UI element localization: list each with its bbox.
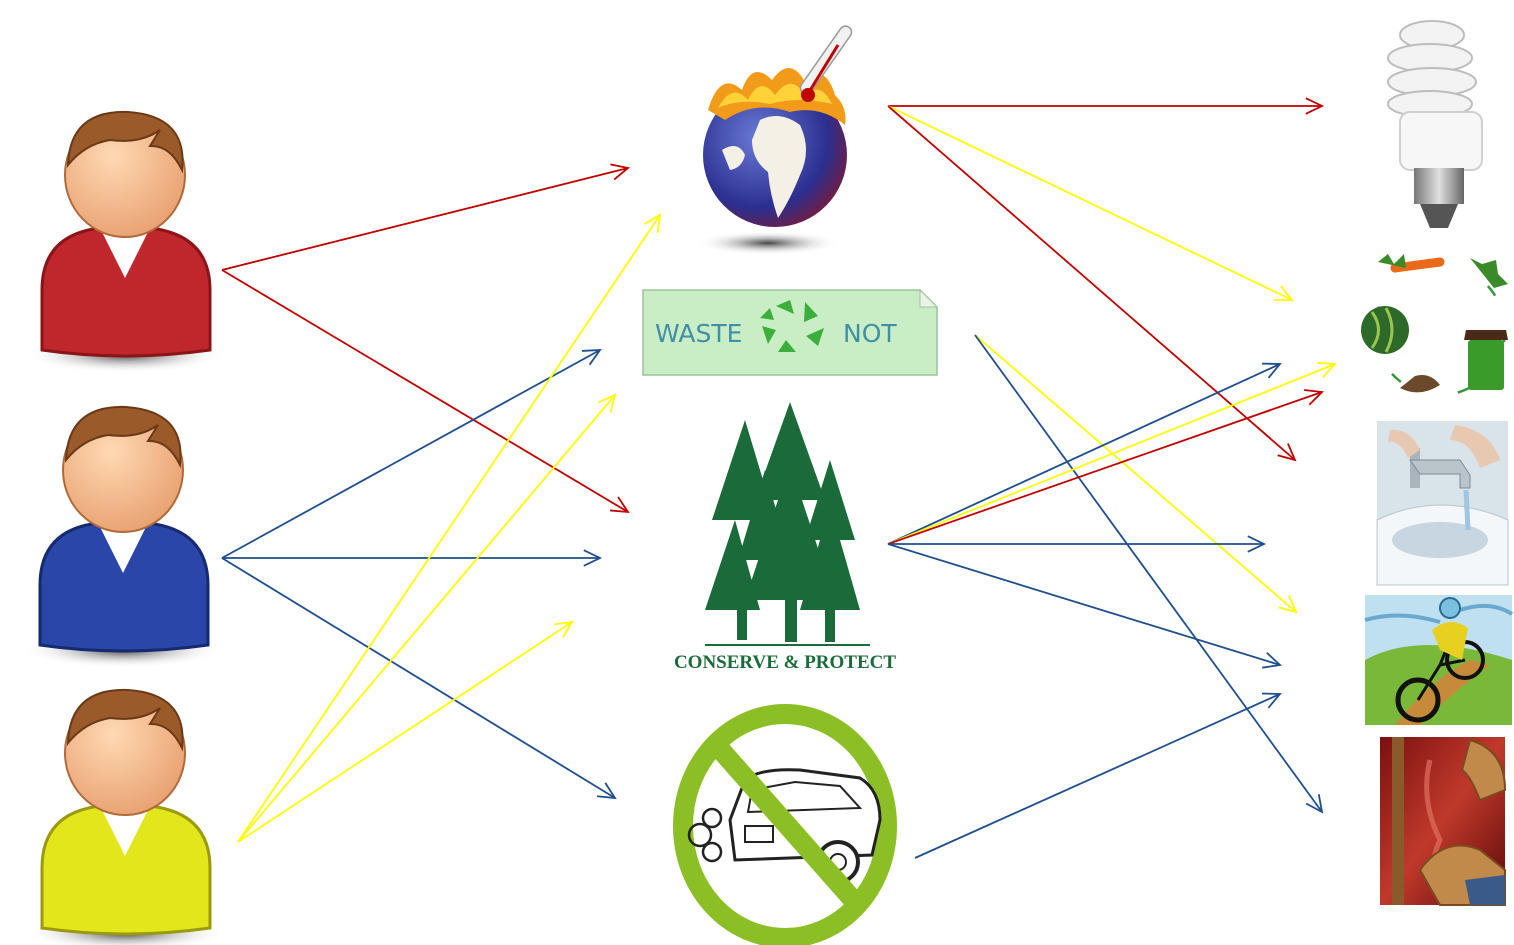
compost-cycle-icon bbox=[1361, 254, 1508, 397]
person-blue bbox=[23, 405, 223, 668]
light-bulb-icon bbox=[1387, 20, 1483, 228]
arrow-red-15 bbox=[887, 389, 1324, 545]
arrow-blue-18 bbox=[914, 692, 1282, 859]
waste-label: WASTE bbox=[655, 319, 742, 348]
arrow-blue-17 bbox=[887, 543, 1282, 669]
insulation-icon bbox=[1380, 737, 1507, 906]
arrow-blue-13 bbox=[887, 362, 1282, 545]
arrow-yellow-9 bbox=[887, 105, 1294, 301]
conserve-caption: CONSERVE & PROTECT bbox=[674, 652, 896, 673]
recycle-icon: WASTE NOT bbox=[642, 288, 939, 376]
arrow-blue-2 bbox=[221, 349, 602, 559]
arrow-yellow-5 bbox=[237, 213, 662, 843]
arrow-yellow-7 bbox=[237, 620, 574, 843]
not-label: NOT bbox=[843, 319, 897, 348]
faucet-icon bbox=[1376, 421, 1509, 586]
arrow-red-0 bbox=[221, 163, 631, 271]
arrow-red-1 bbox=[221, 269, 630, 514]
arrow-yellow-11 bbox=[974, 334, 1298, 614]
person-yellow bbox=[25, 688, 225, 945]
person-red bbox=[25, 110, 225, 373]
burning-globe-icon bbox=[696, 25, 853, 255]
arrow-blue-4 bbox=[221, 557, 617, 800]
bicycle-icon bbox=[1364, 595, 1514, 725]
arrow-blue-16 bbox=[888, 535, 1267, 553]
arrow-yellow-14 bbox=[887, 361, 1337, 545]
connection-arrows bbox=[221, 97, 1337, 859]
arrow-red-10 bbox=[887, 105, 1297, 462]
arrow-blue-12 bbox=[974, 334, 1324, 814]
no-car-icon bbox=[673, 704, 897, 945]
pine-trees-icon: CONSERVE & PROTECT bbox=[674, 402, 896, 673]
arrow-red-8 bbox=[888, 97, 1325, 115]
arrow-yellow-6 bbox=[237, 393, 617, 843]
arrow-blue-3 bbox=[222, 549, 603, 567]
